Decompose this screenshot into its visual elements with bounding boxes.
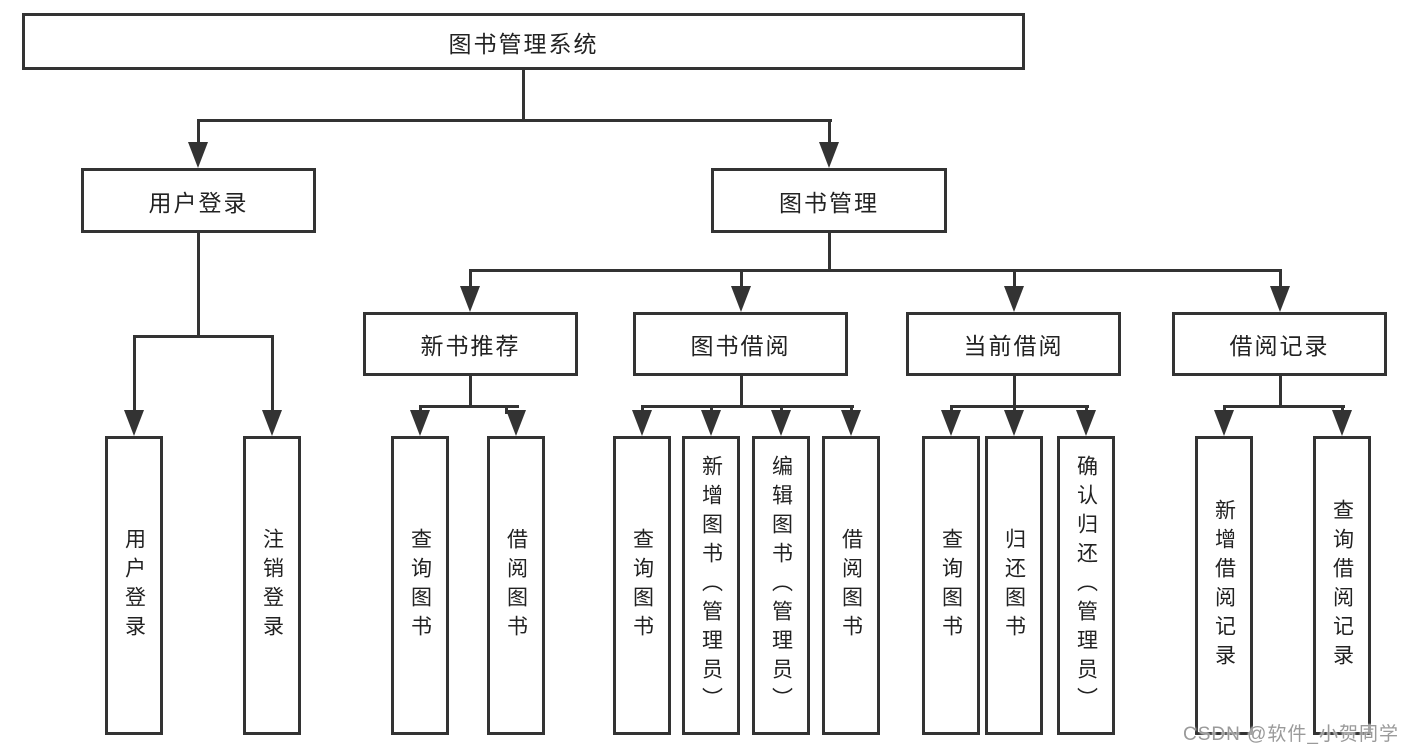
connector-line [1013,375,1016,407]
node-label: 确认归还（管理员） [1074,455,1098,716]
arrow-down-icon [506,410,526,436]
leaf-cb-confirm-return-admin: 确认归还（管理员） [1057,436,1115,735]
connector-line [710,405,713,414]
node-label: 用户登录 [122,527,146,644]
connector-line [469,269,1282,272]
node-label: 图书管理 [779,189,879,216]
connector-line [950,405,1089,408]
leaf-cb-return-books: 归还图书 [985,436,1043,735]
node-book-borrowing: 图书借阅 [633,312,848,376]
arrow-down-icon [771,410,791,436]
connector-line [469,375,472,407]
connector-line [1223,405,1226,414]
node-label: 查询图书 [630,527,654,644]
connector-line [828,232,831,272]
connector-line [1223,405,1345,408]
arrow-down-icon [819,142,839,168]
arrow-down-icon [460,286,480,312]
node-borrowing-records: 借阅记录 [1172,312,1387,376]
connector-line [469,269,472,289]
connector-line [419,405,519,408]
node-label: 编辑图书（管理员） [769,455,793,716]
leaf-nb-borrow-books: 借阅图书 [487,436,545,735]
leaf-bb-add-books-admin: 新增图书（管理员） [682,436,740,735]
node-label: 借阅记录 [1229,333,1330,359]
connector-line [197,119,200,145]
connector-line [133,335,136,413]
node-book-management: 图书管理 [711,168,947,233]
connector-line [133,335,274,338]
leaf-nb-query-books: 查询图书 [391,436,449,735]
connector-line [828,119,831,145]
connector-line [271,335,274,413]
watermark: CSDN @软件_小贺同学 [1183,724,1399,745]
leaf-br-add-borrow-record: 新增借阅记录 [1195,436,1253,735]
node-label: 新增图书（管理员） [699,455,723,716]
arrow-down-icon [731,286,751,312]
arrow-down-icon [1270,286,1290,312]
leaf-cb-query-books: 查询图书 [922,436,980,735]
connector-line [1341,405,1344,414]
arrow-down-icon [188,142,208,168]
node-user-login: 用户登录 [81,168,316,233]
connector-line [740,375,743,407]
connector-line [641,405,644,414]
arrow-down-icon [262,410,282,436]
connector-line [1279,269,1282,289]
connector-line [505,405,508,414]
arrow-down-icon [1076,410,1096,436]
leaf-bb-borrow-books: 借阅图书 [822,436,880,735]
node-label: 借阅图书 [504,527,528,644]
arrow-down-icon [1214,410,1234,436]
node-label: 当前借阅 [963,333,1064,359]
arrow-down-icon [632,410,652,436]
node-label: 归还图书 [1002,527,1026,644]
leaf-bb-edit-books-admin: 编辑图书（管理员） [752,436,810,735]
arrow-down-icon [1004,286,1024,312]
arrow-down-icon [941,410,961,436]
leaf-user-login: 用户登录 [105,436,163,735]
connector-line [641,405,854,408]
node-label: 借阅图书 [839,527,863,644]
connector-line [1279,375,1282,407]
arrow-down-icon [701,410,721,436]
connector-line [419,405,422,414]
connector-line [740,269,743,289]
arrow-down-icon [124,410,144,436]
node-library-management-system: 图书管理系统 [22,13,1025,70]
node-label: 查询图书 [408,527,432,644]
connector-line [1013,269,1016,289]
connector-line [522,70,525,121]
leaf-logout-login: 注销登录 [243,436,301,735]
node-label: 用户登录 [148,189,249,216]
connector-line [1013,405,1016,414]
leaf-br-query-borrow-record: 查询借阅记录 [1313,436,1371,735]
node-label: 图书借阅 [690,333,791,359]
node-new-book-recommendation: 新书推荐 [363,312,578,376]
connector-line [197,119,832,122]
arrow-down-icon [841,410,861,436]
node-current-borrowing: 当前借阅 [906,312,1121,376]
arrow-down-icon [410,410,430,436]
connector-line [197,232,200,337]
node-label: 查询借阅记录 [1330,498,1354,673]
node-label: 新增借阅记录 [1212,498,1236,673]
node-label: 注销登录 [260,527,284,644]
connector-line [1085,405,1088,414]
node-label: 图书管理系统 [448,30,599,57]
arrow-down-icon [1004,410,1024,436]
node-label: 新书推荐 [420,333,521,359]
leaf-bb-query-books: 查询图书 [613,436,671,735]
connector-line [950,405,953,414]
connector-line [850,405,853,414]
arrow-down-icon [1332,410,1352,436]
node-label: 查询图书 [939,527,963,644]
connector-line [780,405,783,414]
